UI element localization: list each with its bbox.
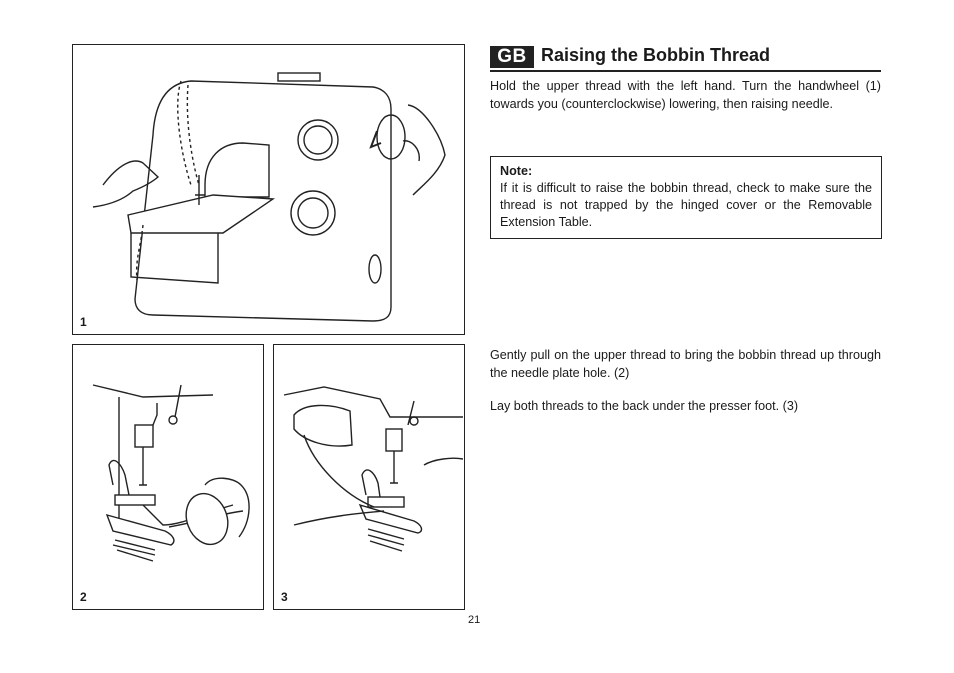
figure-3-number: 3	[281, 590, 288, 604]
threads-under-foot-illustration	[283, 386, 463, 552]
bobbin-thread-pull-illustration	[92, 384, 250, 562]
pull-thread-paragraph: Gently pull on the upper thread to bring…	[490, 348, 881, 380]
page-number: 21	[468, 614, 481, 626]
figure-2: 2	[72, 344, 264, 610]
note-label: Note:	[500, 164, 533, 178]
figure-3: 3	[273, 344, 465, 610]
figure-1-number: 1	[80, 315, 87, 329]
lay-threads-paragraph: Lay both threads to the back under the p…	[490, 399, 799, 413]
sewing-machine-illustration	[92, 72, 446, 322]
section-header: GB Raising the Bobbin Thread	[490, 44, 881, 72]
page-title: Raising the Bobbin Thread	[541, 45, 771, 65]
language-badge: GB	[490, 46, 534, 68]
figure-1: 1	[72, 44, 465, 335]
figure-2-number: 2	[80, 590, 87, 604]
intro-paragraph: Hold the upper thread with the left hand…	[490, 79, 881, 111]
note-box: Note: If it is difficult to raise the bo…	[490, 156, 882, 239]
note-text: If it is difficult to raise the bobbin t…	[500, 181, 872, 229]
